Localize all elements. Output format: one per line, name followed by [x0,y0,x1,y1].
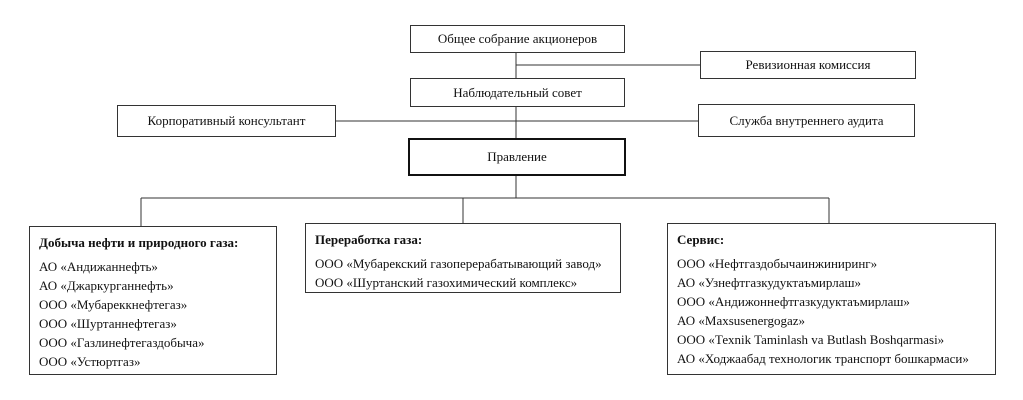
list-item: ООО «Шуртаннефтегаз» [39,316,177,331]
group-oil-gas-production: Добыча нефти и природного газа: АО «Анди… [29,226,277,375]
list-item: АО «Андижаннефть» [39,259,158,274]
list-item: ООО «Шуртанский газохимический комплекс» [315,275,578,290]
internal-audit-label: Служба внутреннего аудита [729,112,884,128]
list-item: ООО «Устюртгаз» [39,354,141,369]
group-title: Сервис: [677,232,725,247]
list-item: АО «Maxsusenergogaz» [677,313,806,328]
list-item: АО «Джаркурганнефть» [39,278,174,293]
audit-commission-label: Ревизионная комиссия [745,57,871,72]
supervisory-board-box: Наблюдательный совет [410,78,625,107]
group-gas-processing: Переработка газа: ООО «Мубарекский газоп… [305,223,621,293]
shareholders-meeting-label: Общее собрание акционеров [437,31,598,46]
list-item: ООО «Андижоннефтгазкудуктаъмирлаш» [677,294,910,309]
shareholders-meeting-box: Общее собрание акционеров [410,25,625,53]
list-item: АО «Ходжаабад технологик транспорт бошка… [677,351,969,366]
audit-commission-box: Ревизионная комиссия [700,51,916,79]
supervisory-board-label: Наблюдательный совет [453,84,582,100]
list-item: АО «Узнефтгазкудуктаъмирлаш» [677,275,861,290]
list-item: ООО «Нефтгаздобычаинжиниринг» [677,256,878,271]
list-item: ООО «Мубареккнефтегаз» [39,297,188,312]
group-title: Добыча нефти и природного газа: [39,235,239,250]
list-item: ООО «Мубарекский газоперерабатывающий за… [315,256,602,271]
corporate-consultant-box: Корпоративный консультант [117,105,336,137]
internal-audit-box: Служба внутреннего аудита [698,104,915,137]
management-board-label: Правление [487,149,547,164]
list-item: ООО «Газлинефтегаздобыча» [39,335,205,350]
group-title: Переработка газа: [315,232,423,247]
list-item: ООО «Техnik Taminlash va Butlash Boshqar… [677,332,945,347]
group-service: Сервис: ООО «Нефтгаздобычаинжиниринг» АО… [667,223,996,375]
corporate-consultant-label: Корпоративный консультант [147,113,306,128]
management-board-box: Правление [408,138,626,176]
